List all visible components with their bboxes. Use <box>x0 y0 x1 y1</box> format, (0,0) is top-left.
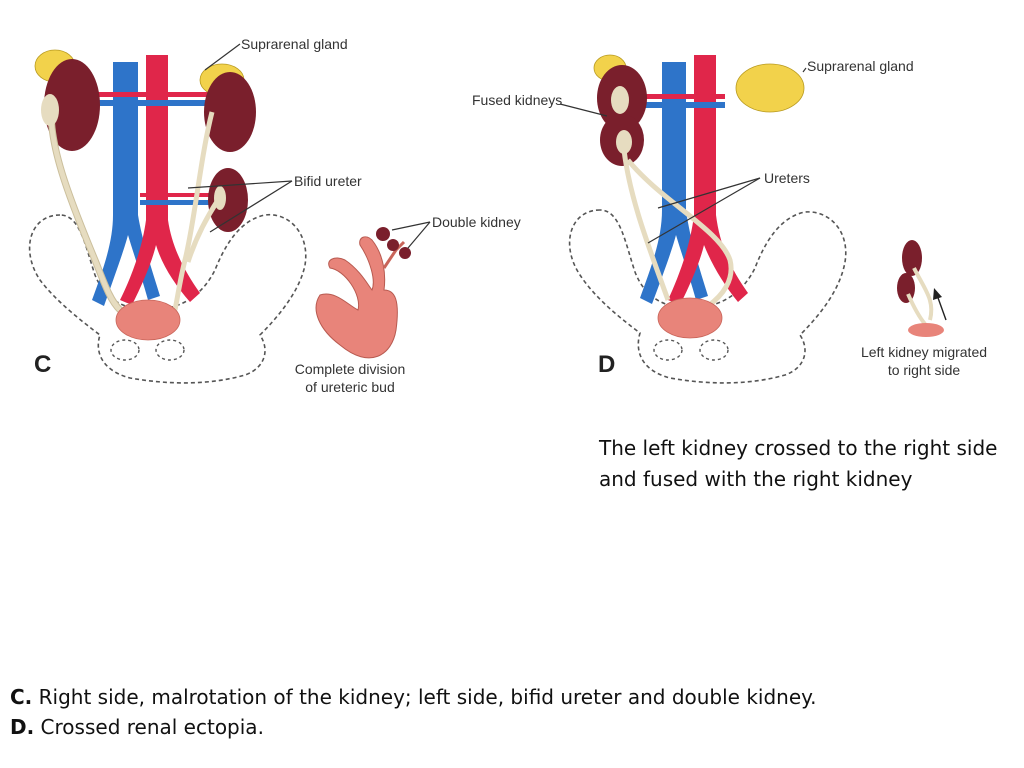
migrated-kidney-lower <box>897 273 915 303</box>
panel-d: Fused kidneys Suprarenal gland Ureters L… <box>472 54 987 384</box>
renal-artery-c <box>60 92 220 97</box>
label-complete-division-1: Complete division <box>295 361 406 377</box>
leader-bifid-1 <box>187 180 293 189</box>
embryology-figure: Suprarenal gland Bifid ureter Double kid… <box>28 36 987 395</box>
leader-ureters-2 <box>647 177 761 244</box>
bladder-d <box>657 297 723 339</box>
kidney-left-upper <box>204 72 256 152</box>
bladder-c <box>115 299 181 341</box>
label-migrated-2: to right side <box>888 362 961 378</box>
caption-line-d: D. Crossed renal ectopia. <box>10 712 1010 742</box>
renal-pelvis-right <box>41 94 59 126</box>
renal-vein-c <box>60 100 220 106</box>
label-suprarenal-gland-c: Suprarenal gland <box>241 36 348 52</box>
aorta-d <box>668 55 748 305</box>
label-fused-kidneys: Fused kidneys <box>472 92 562 108</box>
pelvis-outline-d <box>568 209 847 384</box>
ureter-d-1 <box>621 149 671 301</box>
label-complete-division-2: of ureteric bud <box>305 379 395 395</box>
leader-double-kidney-2 <box>407 221 431 249</box>
leader-bifid-2 <box>209 180 293 233</box>
migration-arrow-head <box>933 288 942 300</box>
label-suprarenal-gland-d: Suprarenal gland <box>807 58 914 74</box>
obturator-foramen-right <box>155 339 185 361</box>
renal-pelvis-lower <box>214 186 226 210</box>
label-bifid-ureter: Bifid ureter <box>294 173 362 189</box>
kidney-left-lower <box>208 168 248 232</box>
leader-fused-kidneys <box>559 103 608 117</box>
figure-caption: C. Right side, malrotation of the kidney… <box>10 682 1010 742</box>
leader-ureters-1 <box>657 177 761 209</box>
caption-c-text: Right side, malrotation of the kidney; l… <box>32 685 817 709</box>
caption-c-prefix: C. <box>10 685 33 709</box>
ureter-left-upper <box>172 111 215 311</box>
leader-suprarenal-c <box>204 43 241 71</box>
caption-d-prefix: D. <box>10 715 35 739</box>
pelvis-outline <box>28 214 307 384</box>
ureter-left-lower <box>185 198 221 263</box>
label-ureters: Ureters <box>764 170 810 186</box>
double-kidney-bud-3 <box>399 247 411 259</box>
label-migrated-1: Left kidney migrated <box>861 344 987 360</box>
migration-arrow <box>936 294 947 321</box>
suprarenal-gland-left-d <box>735 63 805 113</box>
explanatory-note: The left kidney crossed to the right sid… <box>599 436 998 491</box>
migrated-ureter <box>906 267 934 326</box>
caption-d-text: Crossed renal ectopia. <box>34 715 264 739</box>
kidney-right-malrotated <box>44 59 100 151</box>
renal-vessels-lower <box>140 200 220 205</box>
double-kidney-bud-2 <box>387 239 399 251</box>
fused-renal-pelvis-2 <box>616 130 632 154</box>
migrated-kidney-upper <box>902 240 922 276</box>
panel-letter-d: D <box>598 351 615 378</box>
renal-artery-lower <box>140 193 220 197</box>
leader-double-kidney-1 <box>391 221 431 231</box>
obturator-foramen-left-d <box>653 339 683 361</box>
label-double-kidney: Double kidney <box>432 214 521 230</box>
double-kidney-bud-1 <box>376 227 390 241</box>
aorta <box>120 55 200 305</box>
fused-renal-pelvis-1 <box>611 86 629 114</box>
caption-line-c: C. Right side, malrotation of the kidney… <box>10 682 1010 712</box>
ureter-d-2 <box>626 158 734 309</box>
renal-vein-d <box>615 102 725 108</box>
ureteric-bud <box>315 236 398 359</box>
migrated-bladder <box>908 323 944 337</box>
obturator-foramen-left <box>110 339 140 361</box>
obturator-foramen-right-d <box>699 339 729 361</box>
ureter-right-core <box>48 99 122 312</box>
leader-suprarenal-d <box>802 67 807 73</box>
panel-c: Suprarenal gland Bifid ureter Double kid… <box>28 36 521 395</box>
renal-artery-d <box>615 94 725 99</box>
panel-letter-c: C <box>34 351 51 378</box>
